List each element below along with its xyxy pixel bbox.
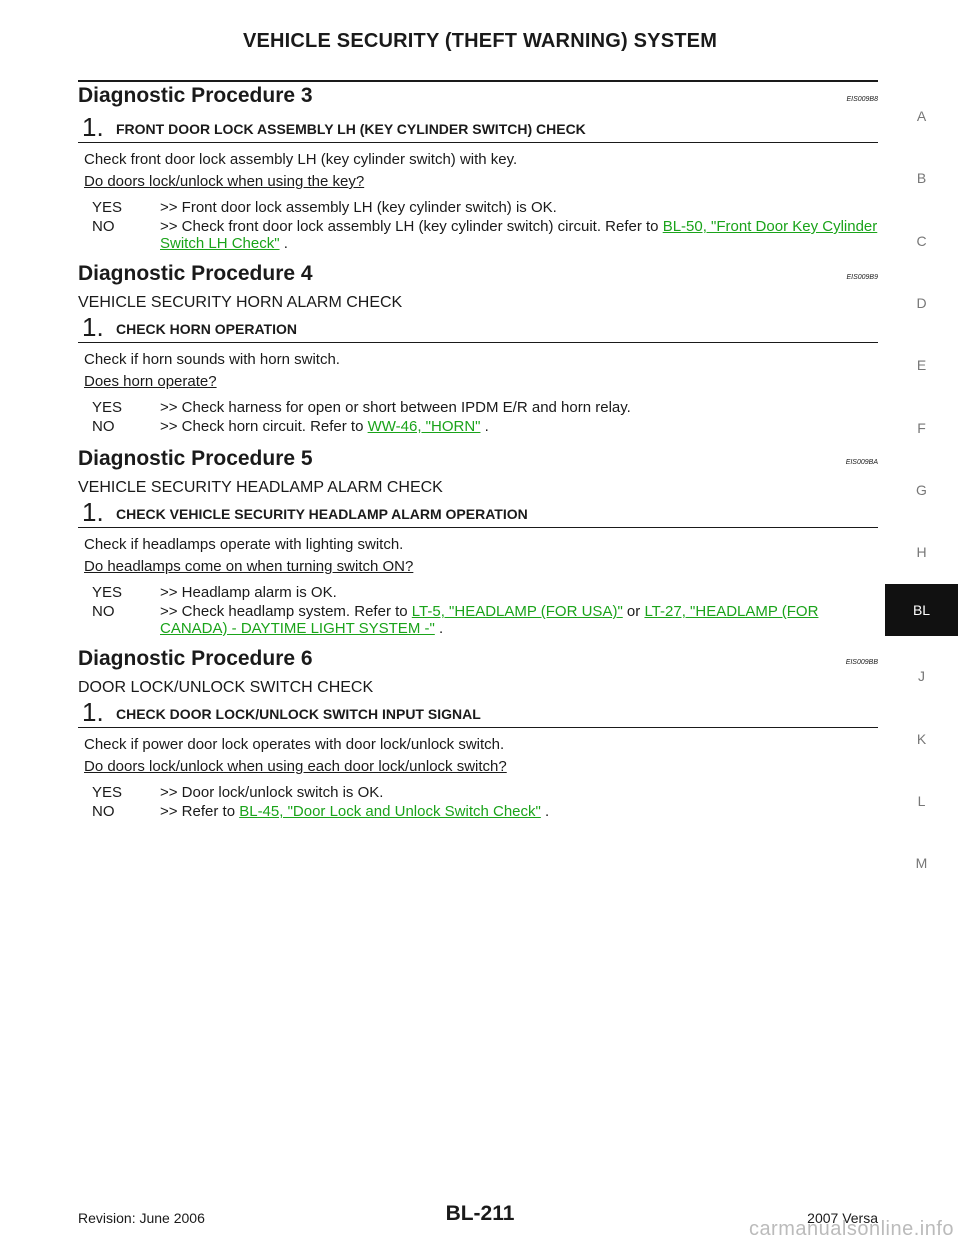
tab-k[interactable]: K bbox=[916, 731, 927, 747]
step-rule bbox=[78, 342, 878, 343]
procedure-6: Diagnostic Procedure 6 EIS009BB DOOR LOC… bbox=[78, 647, 878, 822]
procedure-intro: DOOR LOCK/UNLOCK SWITCH CHECK bbox=[78, 679, 374, 696]
procedure-3: Diagnostic Procedure 3 EIS009B8 1. FRONT… bbox=[78, 84, 878, 252]
procedure-title: Diagnostic Procedure 5 bbox=[78, 447, 313, 470]
header-rule bbox=[78, 80, 878, 82]
tab-m[interactable]: M bbox=[915, 855, 928, 871]
answer-no: NO >> Refer to BL-45, "Door Lock and Unl… bbox=[92, 803, 550, 820]
procedure-code: EIS009B8 bbox=[846, 96, 878, 103]
step-title: CHECK DOOR LOCK/UNLOCK SWITCH INPUT SIGN… bbox=[116, 706, 481, 722]
answers: YES >> Door lock/unlock switch is OK. NO… bbox=[92, 784, 878, 822]
procedure-intro: VEHICLE SECURITY HORN ALARM CHECK bbox=[78, 294, 403, 311]
answer-yes: YES >> Door lock/unlock switch is OK. bbox=[92, 784, 384, 801]
answers: YES >> Front door lock assembly LH (key … bbox=[92, 199, 878, 252]
footer-page-number: BL-211 bbox=[445, 1202, 515, 1225]
tab-bl-active[interactable]: BL bbox=[885, 584, 958, 636]
question: Do headlamps come on when turning switch… bbox=[84, 558, 414, 575]
answer-yes: YES >> Headlamp alarm is OK. bbox=[92, 584, 337, 601]
page-title: VEHICLE SECURITY (THEFT WARNING) SYSTEM bbox=[242, 30, 718, 52]
check-instruction: Check if power door lock operates with d… bbox=[84, 736, 505, 753]
reference-link[interactable]: LT-5, "HEADLAMP (FOR USA)" bbox=[411, 603, 623, 620]
answer-no: NO >> Check headlamp system. Refer to LT… bbox=[92, 603, 819, 637]
reference-link-2[interactable]: LT-27, "HEADLAMP (FOR CANADA) - DAYTIME … bbox=[160, 603, 819, 637]
tab-j[interactable]: J bbox=[918, 668, 925, 684]
question: Do doors lock/unlock when using each doo… bbox=[84, 758, 507, 775]
tab-c[interactable]: C bbox=[916, 233, 927, 249]
step-number: 1. bbox=[82, 312, 104, 342]
watermark: carmanualsonline.info bbox=[748, 1218, 954, 1240]
step-title: FRONT DOOR LOCK ASSEMBLY LH (KEY CYLINDE… bbox=[116, 121, 586, 137]
answer-no: NO >> Check front door lock assembly LH … bbox=[92, 218, 878, 252]
procedure-4: Diagnostic Procedure 4 EIS009B9 VEHICLE … bbox=[78, 262, 878, 437]
tab-h[interactable]: H bbox=[916, 544, 927, 560]
check-instruction: Check front door lock assembly LH (key c… bbox=[84, 151, 518, 168]
footer-model: 2007 Versa bbox=[807, 1210, 878, 1226]
tab-a[interactable]: A bbox=[916, 108, 927, 124]
answers: YES >> Check harness for open or short b… bbox=[92, 399, 878, 437]
tab-b[interactable]: B bbox=[916, 170, 927, 186]
tab-f[interactable]: F bbox=[917, 420, 926, 436]
check-instruction: Check if horn sounds with horn switch. bbox=[84, 351, 340, 368]
check-instruction: Check if headlamps operate with lighting… bbox=[84, 536, 404, 553]
step-rule bbox=[78, 142, 878, 143]
tab-d[interactable]: D bbox=[916, 295, 927, 311]
answer-no: NO >> Check horn circuit. Refer to WW-46… bbox=[92, 418, 489, 435]
tab-e[interactable]: E bbox=[916, 357, 927, 373]
procedure-5: Diagnostic Procedure 5 EIS009BA VEHICLE … bbox=[78, 447, 878, 637]
procedure-title: Diagnostic Procedure 4 bbox=[78, 262, 313, 285]
step-title: CHECK HORN OPERATION bbox=[116, 321, 297, 337]
reference-link[interactable]: BL-45, "Door Lock and Unlock Switch Chec… bbox=[239, 803, 541, 820]
answer-yes: YES >> Front door lock assembly LH (key … bbox=[92, 199, 557, 216]
content: Diagnostic Procedure 3 EIS009B8 1. FRONT… bbox=[78, 84, 878, 832]
step-rule bbox=[78, 527, 878, 528]
footer-revision: Revision: June 2006 bbox=[78, 1210, 205, 1226]
tab-l[interactable]: L bbox=[917, 793, 926, 809]
procedure-code: EIS009BA bbox=[845, 459, 878, 466]
answers: YES >> Headlamp alarm is OK. NO >> Check… bbox=[92, 584, 878, 637]
step-number: 1. bbox=[82, 112, 104, 142]
reference-link[interactable]: BL-50, "Front Door Key Cylinder Switch L… bbox=[160, 218, 878, 252]
tab-g[interactable]: G bbox=[916, 482, 927, 498]
step-title: CHECK VEHICLE SECURITY HEADLAMP ALARM OP… bbox=[116, 506, 528, 522]
step-number: 1. bbox=[82, 697, 104, 727]
reference-link[interactable]: WW-46, "HORN" bbox=[367, 418, 481, 435]
procedure-code: EIS009B9 bbox=[846, 274, 878, 281]
procedure-title: Diagnostic Procedure 6 bbox=[78, 647, 313, 670]
procedure-code: EIS009BB bbox=[845, 659, 878, 666]
step-rule bbox=[78, 727, 878, 728]
question: Does horn operate? bbox=[84, 373, 217, 390]
procedure-intro: VEHICLE SECURITY HEADLAMP ALARM CHECK bbox=[78, 479, 443, 496]
answer-yes: YES >> Check harness for open or short b… bbox=[92, 399, 631, 416]
step-number: 1. bbox=[82, 497, 104, 527]
question: Do doors lock/unlock when using the key? bbox=[84, 173, 365, 190]
procedure-title: Diagnostic Procedure 3 bbox=[78, 84, 313, 107]
